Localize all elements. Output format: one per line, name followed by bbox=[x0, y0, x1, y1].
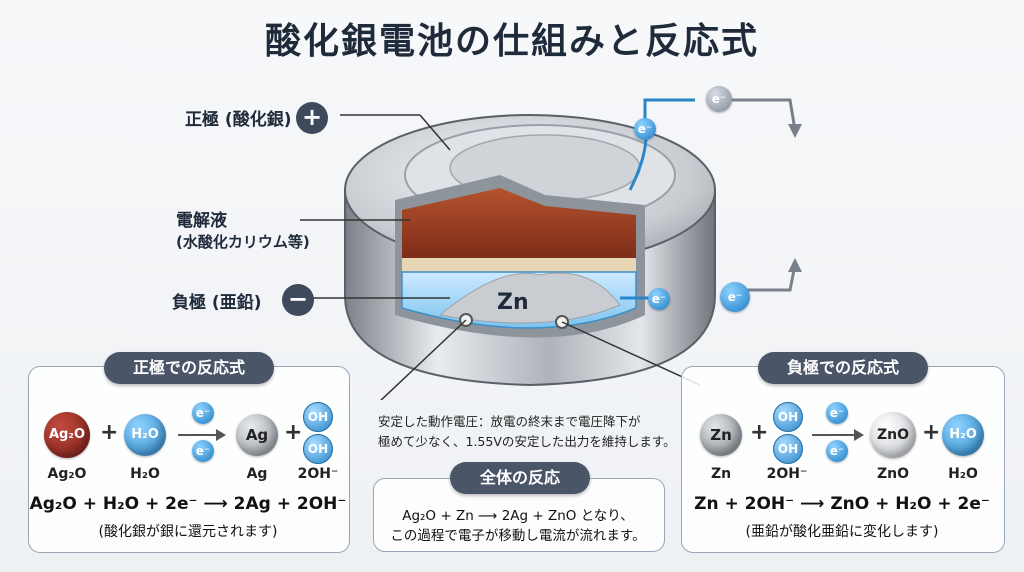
plus-operator: + bbox=[750, 420, 769, 445]
h2o-label: H₂O bbox=[130, 466, 160, 482]
ag-molecule: Ag bbox=[236, 414, 278, 456]
h2o-molecule: H₂O bbox=[124, 414, 166, 456]
cathode-label: 正極 (酸化銀) bbox=[185, 110, 292, 130]
cathode-caption: (酸化銀が銀に還元されます) bbox=[98, 524, 278, 540]
electron-icon: e⁻ bbox=[826, 440, 848, 462]
oh-label: 2OH⁻ bbox=[297, 466, 339, 482]
electron-icon: e⁻ bbox=[720, 282, 750, 312]
electron-icon: e⁻ bbox=[634, 118, 656, 140]
oh-ion: OH bbox=[773, 402, 803, 432]
anode-caption: (亜鉛が酸化亜鉛に変化します) bbox=[745, 524, 939, 540]
h2o-label: H₂O bbox=[948, 466, 978, 482]
plus-operator: + bbox=[922, 420, 941, 445]
anode-equation: Zn + 2OH⁻ ⟶ ZnO + H₂O + 2e⁻ bbox=[694, 494, 990, 514]
overall-reaction-panel bbox=[373, 478, 665, 552]
page-title: 酸化銀電池の仕組みと反応式 bbox=[264, 21, 759, 62]
cathode-reaction-panel bbox=[28, 366, 350, 553]
zn-label: Zn bbox=[710, 466, 732, 482]
reaction-arrow-head bbox=[216, 429, 226, 441]
overall-line2: この過程で電子が移動し電流が流れます。 bbox=[390, 528, 646, 544]
cathode-equation: Ag₂O + H₂O + 2e⁻ ⟶ 2Ag + 2OH⁻ bbox=[29, 494, 347, 514]
electron-icon: e⁻ bbox=[192, 440, 214, 462]
ag2o-label: Ag₂O bbox=[47, 466, 87, 482]
ag2o-molecule: Ag₂O bbox=[44, 412, 90, 458]
plus-operator: + bbox=[100, 420, 119, 445]
zno-molecule: ZnO bbox=[870, 412, 916, 458]
zn-label: Zn bbox=[497, 290, 529, 315]
anode-label: 負極 (亜鉛) bbox=[172, 293, 262, 313]
reaction-arrow bbox=[812, 434, 856, 436]
electrolyte-sub: (水酸化カリウム等) bbox=[176, 233, 310, 251]
battery-illustration bbox=[300, 98, 802, 400]
voltage-note: 安定した動作電圧：放電の終末まで電圧降下が 極めて少なく、1.55Vの安定した出… bbox=[378, 412, 676, 452]
plus-operator: + bbox=[284, 420, 303, 445]
h2o-molecule: H₂O bbox=[942, 414, 984, 456]
voltage-note-line2: 極めて少なく、1.55Vの安定した出力を維持します。 bbox=[378, 434, 676, 449]
zn-molecule: Zn bbox=[700, 414, 742, 456]
electron-icon: e⁻ bbox=[706, 86, 732, 112]
electron-icon: e⁻ bbox=[648, 288, 670, 310]
reaction-arrow bbox=[178, 434, 218, 436]
electron-icon: e⁻ bbox=[826, 402, 848, 424]
zno-label: ZnO bbox=[876, 466, 910, 482]
voltage-note-line1: 安定した動作電圧：放電の終末まで電圧降下が bbox=[378, 414, 641, 429]
overall-line1: Ag₂O + Zn ⟶ 2Ag + ZnO となり、 bbox=[402, 508, 634, 524]
oh-label: 2OH⁻ bbox=[766, 466, 808, 482]
oh-ion: OH bbox=[303, 402, 333, 432]
electrolyte-label: 電解液 (水酸化カリウム等) bbox=[176, 206, 310, 252]
ag-label: Ag bbox=[246, 466, 268, 482]
oh-ion: OH bbox=[773, 434, 803, 464]
cathode-reaction-heading: 正極での反応式 bbox=[104, 352, 274, 384]
reaction-arrow-head bbox=[854, 429, 864, 441]
electrolyte-title: 電解液 bbox=[176, 211, 227, 231]
minus-sign: − bbox=[282, 284, 314, 316]
overall-reaction-heading: 全体の反応 bbox=[450, 462, 590, 494]
electron-icon: e⁻ bbox=[192, 402, 214, 424]
anode-reaction-heading: 負極での反応式 bbox=[758, 352, 928, 384]
oh-ion: OH bbox=[303, 434, 333, 464]
plus-sign: + bbox=[296, 102, 328, 134]
